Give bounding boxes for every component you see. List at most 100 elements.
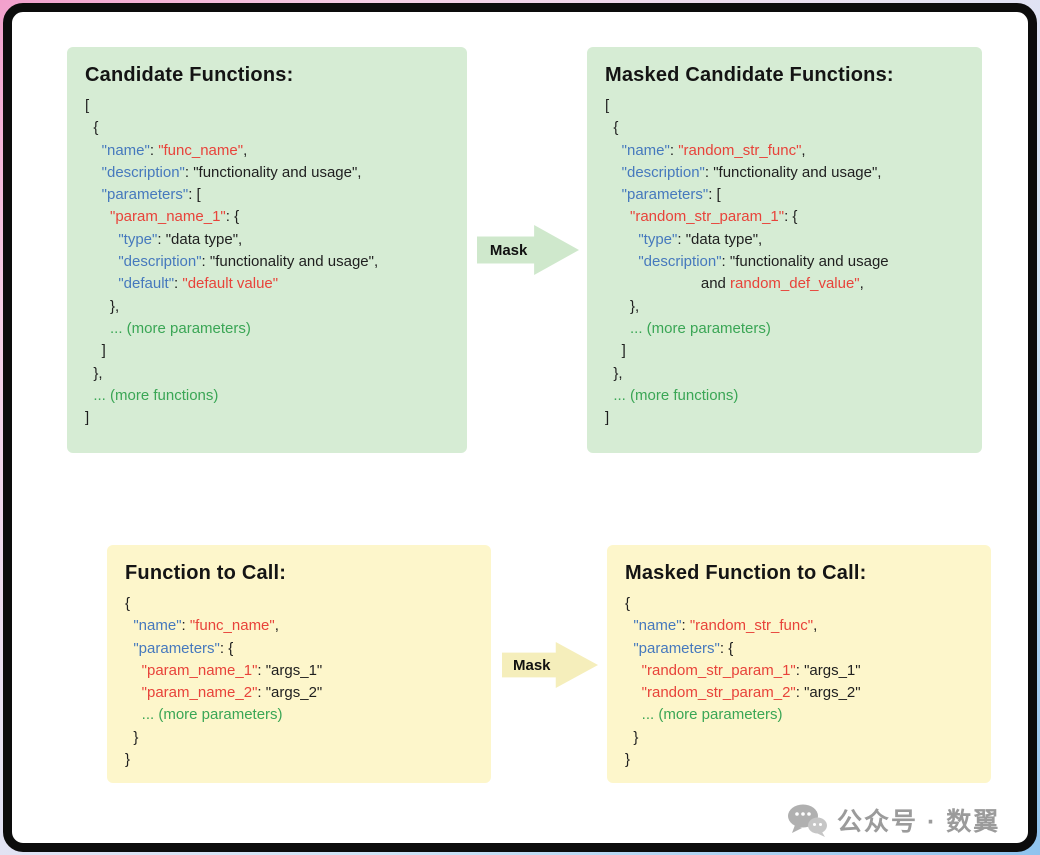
code-segment: :: [181, 617, 190, 635]
code-segment: : [: [708, 186, 721, 204]
code-segment: : [: [188, 186, 201, 204]
code-segment: }: [625, 751, 631, 769]
code-segment: ... (more parameters): [141, 706, 283, 724]
code-segment: : {: [225, 208, 240, 226]
code-line: "description": "functionality and usage: [605, 251, 964, 273]
code-segment: "parameters": [133, 639, 220, 657]
code-segment: "type": [638, 230, 678, 248]
code-segment: random_def_value": [730, 275, 860, 293]
function-to-call-box: Function to Call: { "name": "func_name",…: [107, 545, 491, 783]
code-segment: {: [85, 119, 99, 137]
code-segment: ]: [605, 342, 626, 360]
masked-candidate-functions-title: Masked Candidate Functions:: [605, 64, 894, 86]
code-block: { "name": "func_name", "parameters": { "…: [125, 593, 473, 771]
code-segment: "random_str_func": [678, 141, 802, 159]
code-segment: :: [174, 275, 183, 293]
code-segment: },: [85, 297, 120, 315]
code-segment: "param_name_2": [141, 684, 258, 702]
code-segment: [605, 186, 622, 203]
code-line: }: [125, 749, 473, 771]
code-segment: [: [85, 97, 90, 114]
code-segment: "param_name_1": [141, 661, 258, 679]
code-segment: : {: [719, 639, 734, 657]
code-segment: ,: [274, 617, 279, 635]
code-line: "param_name_1": {: [85, 206, 449, 228]
code-line: "description": "functionality and usage"…: [605, 162, 964, 184]
code-line: "parameters": {: [125, 638, 473, 660]
mask-arrow-bottom: Mask: [502, 642, 598, 688]
code-line: {: [625, 593, 973, 615]
code-segment: [605, 164, 622, 181]
code-segment: :: [669, 141, 679, 159]
code-segment: [625, 662, 642, 679]
code-segment: "description": [638, 253, 722, 271]
code-line: ]: [605, 340, 964, 362]
code-segment: ]: [85, 342, 106, 360]
code-line: }: [625, 727, 973, 749]
code-line: "name": "random_str_func",: [625, 615, 973, 637]
masked-function-to-call-box: Masked Function to Call: { "name": "rand…: [607, 545, 991, 783]
code-segment: [125, 706, 142, 723]
watermark: 公众号 · 数翼: [787, 802, 1000, 838]
code-segment: [: [605, 97, 610, 114]
code-segment: "name": [101, 141, 150, 159]
code-segment: : "args_1": [795, 661, 861, 679]
code-segment: }: [125, 751, 131, 769]
code-segment: ,: [243, 141, 248, 159]
code-segment: [85, 164, 102, 181]
code-segment: "name": [133, 617, 182, 635]
code-line: "name": "func_name",: [85, 140, 449, 162]
code-line: }: [625, 749, 973, 771]
code-line: },: [605, 363, 964, 385]
code-line: ... (more functions): [605, 385, 964, 407]
code-segment: }: [125, 728, 139, 746]
code-segment: : "data type",: [157, 230, 243, 248]
code-line: ]: [85, 340, 449, 362]
code-segment: [625, 684, 642, 701]
code-segment: "name": [621, 141, 670, 159]
code-segment: :: [681, 617, 690, 635]
code-line: ... (more functions): [85, 385, 449, 407]
code-segment: },: [605, 364, 623, 382]
code-line: },: [605, 296, 964, 318]
code-segment: },: [605, 297, 640, 315]
code-segment: [605, 253, 638, 270]
code-segment: "param_name_1": [110, 208, 226, 226]
code-segment: ]: [605, 409, 610, 427]
code-segment: [85, 320, 110, 337]
code-segment: "name": [633, 617, 682, 635]
code-line: "parameters": {: [625, 638, 973, 660]
code-segment: "random_str_param_1": [630, 208, 785, 226]
code-line: {: [85, 117, 449, 139]
code-segment: ]: [85, 409, 90, 427]
code-segment: }: [625, 728, 639, 746]
code-segment: "description": [101, 163, 185, 181]
code-segment: "parameters": [633, 639, 720, 657]
code-block: { "name": "random_str_func", "parameters…: [625, 593, 973, 771]
code-segment: "parameters": [621, 186, 709, 204]
code-segment: "random_str_param_2": [641, 684, 796, 702]
code-block: [ { "name": "random_str_func", "descript…: [605, 95, 964, 429]
code-segment: : "args_2": [257, 684, 323, 702]
mask-arrow-label: Mask: [489, 241, 528, 259]
code-segment: "random_str_func": [689, 617, 814, 635]
function-to-call-title: Function to Call:: [125, 562, 287, 584]
code-segment: [605, 320, 630, 337]
mask-arrow-label: Mask: [512, 656, 551, 674]
code-line: "param_name_1": "args_1": [125, 660, 473, 682]
code-segment: : "args_1": [257, 661, 323, 679]
code-segment: [605, 231, 638, 248]
code-line: "param_name_2": "args_2": [125, 682, 473, 704]
code-segment: : "functionality and usage",: [184, 163, 362, 181]
code-segment: : "functionality and usage",: [201, 253, 379, 271]
code-segment: "random_str_param_1": [641, 661, 796, 679]
code-segment: [125, 662, 142, 679]
code-segment: [85, 142, 102, 159]
code-segment: [85, 186, 102, 203]
candidate-functions-box: Candidate Functions: [ { "name": "func_n…: [67, 47, 467, 453]
code-line: "default": "default value": [85, 273, 449, 295]
code-segment: ... (more functions): [93, 386, 219, 404]
code-line: and random_def_value",: [605, 273, 964, 295]
code-segment: "func_name": [158, 141, 244, 159]
code-line: },: [85, 363, 449, 385]
